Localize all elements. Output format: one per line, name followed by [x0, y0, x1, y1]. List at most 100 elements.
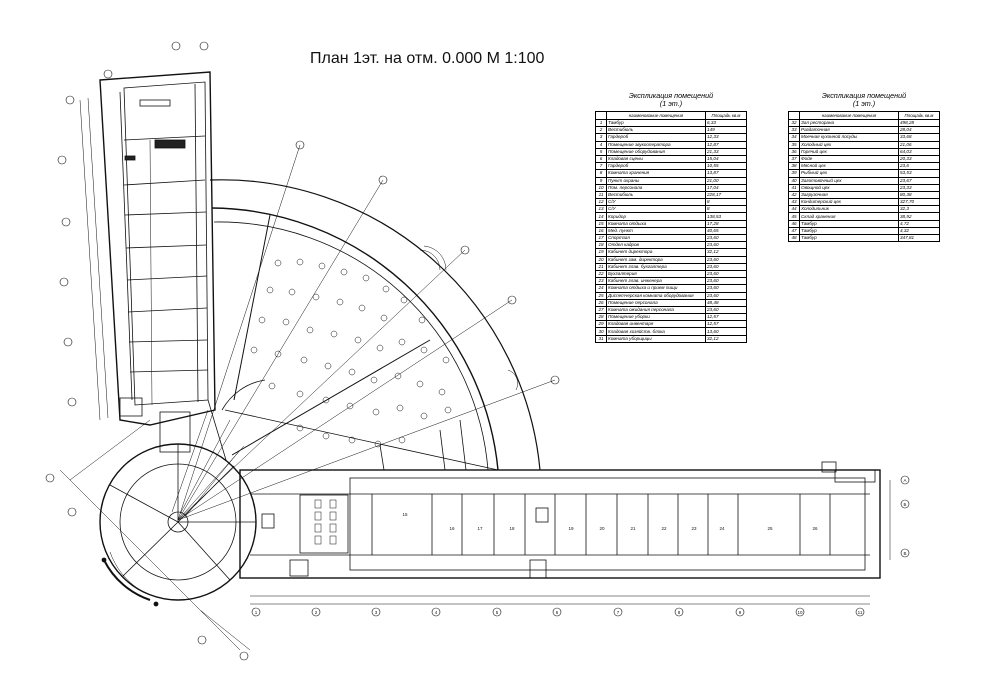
room-label: 24: [719, 526, 725, 531]
table-cell: Кладовая инвентаря: [606, 320, 706, 329]
table-cell: 23,60: [705, 233, 747, 243]
table-heading: Экспликация помещений: [821, 91, 907, 100]
table-cell: 12,57: [705, 320, 747, 329]
table-cell: Холодильник: [799, 205, 899, 214]
table-cell: Помещение уборки: [606, 313, 706, 322]
table-cell: Кладовая хозяйств. блока: [606, 327, 706, 336]
table-cell: Загрузочная: [799, 190, 899, 200]
table-cell: 327,70: [898, 198, 940, 207]
page-title: План 1эт. на отм. 0.000 М 1:100: [310, 50, 545, 67]
table-cell: С/У: [606, 198, 706, 207]
round-lobby: [99, 409, 257, 607]
table-cell: Горячий цех: [799, 147, 899, 156]
table-cell: Комната ожидания персонала: [606, 305, 706, 315]
room-label: 22: [661, 526, 667, 531]
table-cell: 12,33: [705, 133, 747, 142]
table-cell: 21,00: [705, 176, 747, 185]
axis-label: 10: [797, 610, 803, 615]
table-cell: 44: [788, 205, 800, 214]
table-cell: 40,65: [705, 226, 747, 236]
table-cell: 19: [595, 248, 607, 257]
table-cell: 23,6: [898, 162, 940, 171]
table-cell: Фойе: [799, 154, 899, 164]
room-label: 15: [402, 512, 408, 517]
table-heading: Экспликация помещений: [628, 91, 714, 100]
table-cell: 43: [788, 198, 800, 207]
table-cell: Вестибюль: [606, 190, 706, 200]
table-cell: 28,04: [898, 126, 940, 135]
room-label: 18: [509, 526, 515, 531]
table-cell: 23,67: [898, 176, 940, 185]
table-cell: 1: [595, 118, 607, 128]
table-cell: 35: [788, 140, 800, 149]
table-cell: 14: [595, 212, 607, 221]
table-cell: Заготовочный цех: [799, 176, 899, 185]
table-cell: 33: [788, 126, 800, 135]
column-header: [595, 111, 607, 120]
dimension-lines: [59, 419, 891, 651]
table-cell: 12,87: [705, 140, 747, 149]
table-cell: 27: [595, 305, 607, 315]
table-cell: 23,60: [705, 262, 747, 271]
column-header: наименование помещения: [799, 111, 899, 120]
table-cell: 3: [595, 133, 607, 142]
room-label: 23: [691, 526, 697, 531]
table-cell: 32,12: [705, 334, 747, 343]
table-cell: 22: [595, 269, 607, 279]
table-cell: 13: [595, 205, 607, 214]
table-cell: С/У: [606, 205, 706, 214]
axis-label: Б: [904, 502, 907, 507]
table-cell: 23,60: [705, 284, 747, 293]
table-cell: 53,53: [898, 169, 940, 178]
table-cell: Кондитерский цех: [799, 198, 899, 207]
table-cell: 10: [595, 183, 607, 192]
column-header: [788, 111, 800, 120]
table-cell: 34: [788, 133, 800, 142]
table-cell: Мед. пункт: [606, 226, 706, 236]
table-cell: 45: [788, 212, 800, 221]
table-cell: 21,06: [898, 140, 940, 149]
table-cell: 7: [595, 162, 607, 171]
table-cell: Моечная кухонной посуды: [799, 133, 899, 142]
axis-label: 6: [556, 610, 559, 615]
table-cell: 20,33: [898, 154, 940, 164]
table-cell: Комната отдыха: [606, 219, 706, 228]
room-label: 26: [812, 526, 818, 531]
table-cell: 21,33: [705, 147, 747, 156]
table-cell: 17,28: [705, 219, 747, 228]
table-cell: Зал ресторана: [799, 118, 899, 128]
table-cell: 16: [595, 226, 607, 236]
table-cell: 36: [788, 147, 800, 156]
table-cell: 42: [788, 190, 800, 200]
table-cell: 39: [788, 169, 800, 178]
table-cell: 37: [788, 154, 800, 164]
table-cell: 12,57: [705, 313, 747, 322]
explication-table-left: Экспликация помещений (1 эт.) наименован…: [595, 92, 747, 343]
table-cell: Пункт охраны: [606, 176, 706, 185]
table-cell: Кабинет глав. бухгалтера: [606, 262, 706, 271]
table-cell: Кабинет директора: [606, 248, 706, 257]
table-cell: 149: [705, 126, 747, 135]
